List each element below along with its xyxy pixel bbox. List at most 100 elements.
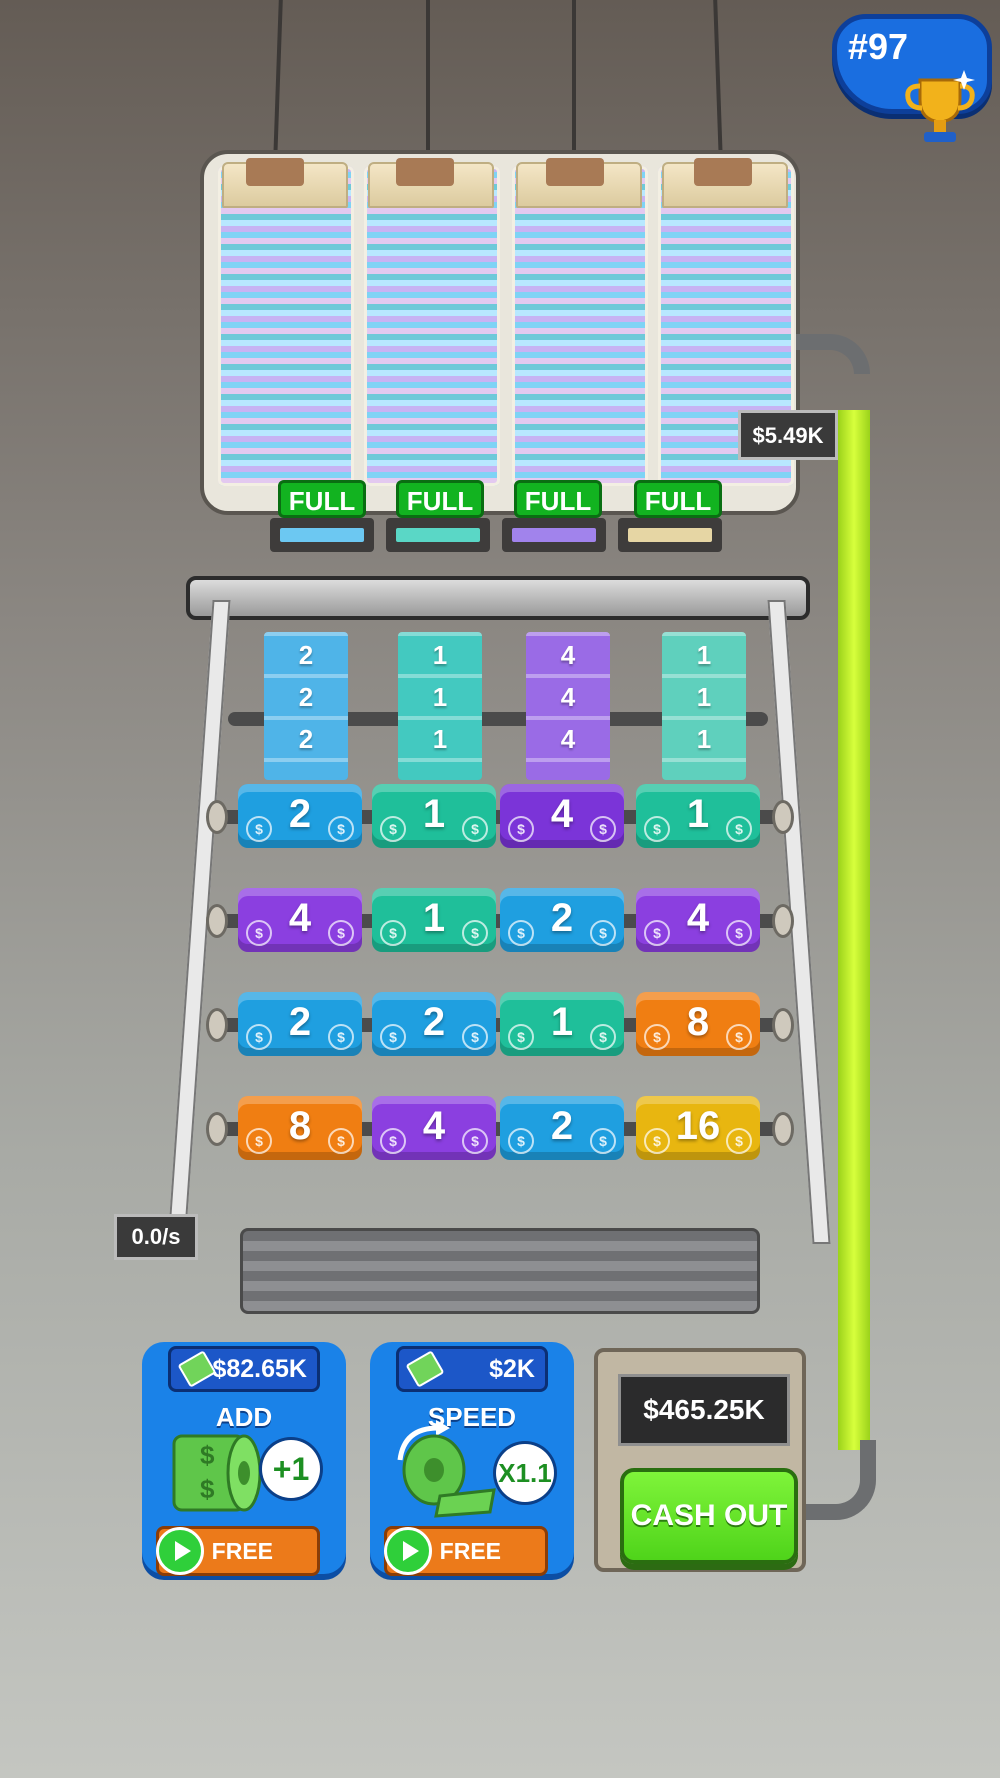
dollar-icon: $ [590, 920, 616, 946]
output-roller [240, 1228, 760, 1314]
dollar-icon: $ [462, 920, 488, 946]
dollar-icon: $ [644, 1128, 670, 1154]
dollar-icon: $ [328, 920, 354, 946]
hopper-clip [246, 158, 304, 186]
rate-label: 0.0/s [114, 1214, 198, 1260]
hopper-clip [546, 158, 604, 186]
hanging-cord [713, 0, 723, 160]
dollar-icon: $ [508, 1024, 534, 1050]
dollar-icon: $ [590, 1128, 616, 1154]
money-hopper [512, 166, 648, 486]
stack-value: 2 [298, 724, 314, 754]
add-title: ADD [215, 1402, 273, 1432]
play-icon [384, 1527, 432, 1575]
full-badge: FULL [278, 480, 366, 518]
full-badge: FULL [396, 480, 484, 518]
dollar-icon: $ [246, 1024, 272, 1050]
roll-value: 1 [686, 792, 710, 836]
dollar-icon: $ [590, 1024, 616, 1050]
roll-value: 2 [550, 1104, 574, 1148]
roller-knob [206, 904, 228, 938]
roll-value: 4 [422, 1104, 446, 1148]
roll-value: 4 [550, 792, 574, 836]
money-roll[interactable]: 2$$ [238, 784, 362, 848]
add-bonus-badge: +1 [262, 1440, 320, 1498]
roll-value: 2 [422, 1000, 446, 1044]
play-icon [156, 1527, 204, 1575]
rank-label: #97 [848, 26, 909, 67]
dollar-icon: $ [246, 920, 272, 946]
hopper-clip [396, 158, 454, 186]
roller-knob [206, 800, 228, 834]
dollar-icon: $ [644, 1024, 670, 1050]
stack-value: 1 [432, 640, 448, 670]
pipe-income-label: $5.49K [738, 410, 838, 460]
roller-knob [772, 904, 794, 938]
svg-text:$: $ [200, 1440, 215, 1470]
money-roll[interactable]: 8$$ [238, 1096, 362, 1160]
pipe-elbow [806, 1440, 876, 1520]
tray-slot [270, 518, 374, 552]
money-roll[interactable]: 4 $ $ [238, 888, 362, 952]
trophy-icon [905, 70, 975, 142]
conveyor-top-bar [186, 576, 810, 620]
money-roll[interactable]: 2$$ [500, 888, 624, 952]
stack-value: 1 [696, 640, 712, 670]
money-roll[interactable]: 2$$ [238, 992, 362, 1056]
stack-value: 1 [432, 682, 448, 712]
dollar-icon: $ [380, 920, 406, 946]
money-roll[interactable]: 4 $ $ [636, 888, 760, 952]
money-hopper [218, 166, 354, 486]
money-roll[interactable]: 2 $ $ [372, 992, 496, 1056]
money-roll[interactable]: 1 $ $ [500, 992, 624, 1056]
stack-value: 1 [696, 724, 712, 754]
dollar-icon: $ [644, 920, 670, 946]
money-hopper [364, 166, 500, 486]
roll-value: 1 [550, 1000, 574, 1044]
stack-value: 4 [560, 724, 576, 754]
roller-knob [772, 1112, 794, 1146]
dollar-icon: $ [508, 1128, 534, 1154]
money-roll[interactable]: 1 $ $ [372, 888, 496, 952]
hanging-cord [572, 0, 576, 160]
roll-value: 2 [288, 1000, 312, 1044]
roll-value: 1 [422, 896, 446, 940]
money-roll[interactable]: 4$$ [372, 1096, 496, 1160]
money-roll[interactable]: 8 $ $ [636, 992, 760, 1056]
dollar-icon: $ [508, 816, 534, 842]
dollar-icon: $ [726, 1024, 752, 1050]
roll-value: 2 [550, 896, 574, 940]
dollar-icon: $ [380, 1024, 406, 1050]
dollar-icon: $ [726, 1128, 752, 1154]
stack-value: 2 [298, 640, 314, 670]
hanging-cord [426, 0, 430, 160]
money-roll[interactable]: 4 $ $ [500, 784, 624, 848]
dollar-icon: $ [462, 1128, 488, 1154]
stack-value: 1 [696, 682, 712, 712]
hopper-clip [694, 158, 752, 186]
money-roll[interactable]: 1$$ [372, 784, 496, 848]
dollar-icon: $ [462, 1024, 488, 1050]
roller-knob [206, 1112, 228, 1146]
dollar-icon: $ [726, 920, 752, 946]
money-pipe [838, 410, 870, 1450]
cash-out-button[interactable]: CASH OUT [620, 1468, 798, 1564]
money-roll[interactable]: 2 $ $ [500, 1096, 624, 1160]
roll-value: 4 [686, 896, 710, 940]
money-roll[interactable]: 1$$ [636, 784, 760, 848]
money-stack: 1 1 1 [662, 632, 746, 780]
roll-value: 8 [686, 1000, 710, 1044]
rank-badge[interactable] [832, 14, 992, 114]
money-roll[interactable]: 16$ $ [636, 1096, 760, 1160]
tray-slot [502, 518, 606, 552]
speed-roll-icon [397, 1420, 496, 1518]
tray-slot [386, 518, 490, 552]
roll-value: 16 [675, 1104, 721, 1148]
conveyor-axle [228, 712, 768, 726]
stack-value: 4 [560, 682, 576, 712]
dollar-icon: $ [726, 816, 752, 842]
dollar-icon: $ [590, 816, 616, 842]
roll-value: 4 [288, 896, 312, 940]
